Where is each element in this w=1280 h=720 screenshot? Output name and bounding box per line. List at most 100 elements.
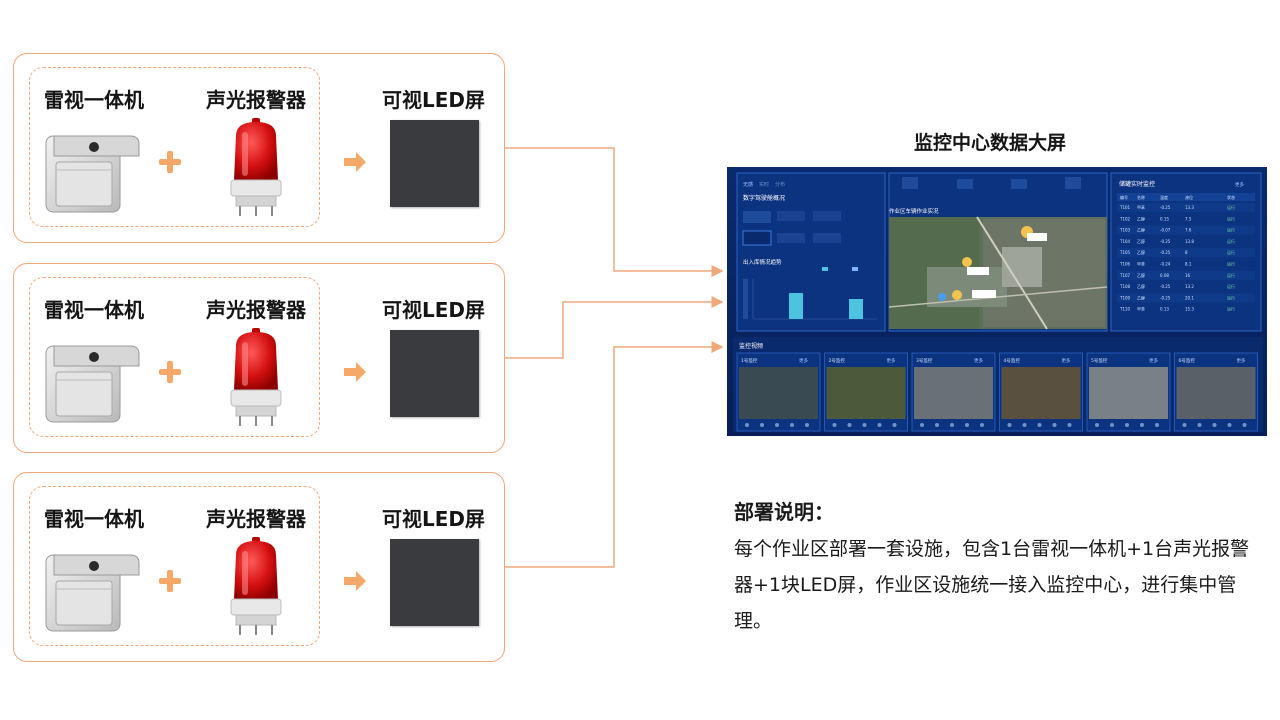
dash-table-cell: 乙醇 xyxy=(1137,227,1145,233)
dash-cam-control-icon[interactable] xyxy=(1140,423,1144,427)
device-group-box xyxy=(29,277,320,437)
radar-label: 雷视一体机 xyxy=(44,298,144,322)
dash-cam-control-icon[interactable] xyxy=(980,423,984,427)
dash-cam-more[interactable]: 更多 xyxy=(1237,357,1246,364)
dash-cam-control-icon[interactable] xyxy=(877,423,882,427)
dash-table-cell: T109 xyxy=(1119,295,1131,300)
dash-cam-more[interactable]: 更多 xyxy=(887,357,896,364)
dash-cam-control-icon[interactable] xyxy=(1007,423,1012,427)
work-zone-3: 雷视一体机 声光报警器 可视LED屏 xyxy=(13,472,505,662)
dash-cam-control-icon[interactable] xyxy=(1227,423,1232,427)
led-label: 可视LED屏 xyxy=(382,298,486,322)
dash-cam-control-icon[interactable] xyxy=(862,423,867,427)
dash-row-bg xyxy=(1117,270,1255,280)
led-label: 可视LED屏 xyxy=(382,507,486,531)
dashboard-screenshot: 无感 实时 分布 数字驾驶舱概况 出入库情况趋势 作业区车辆作业实况 xyxy=(727,167,1267,436)
dash-cam-control-icon[interactable] xyxy=(1067,423,1072,427)
work-zone-1: 雷视一体机 声光报警器 可视LED屏 xyxy=(13,53,505,243)
dash-cam-control-icon[interactable] xyxy=(847,423,852,427)
dash-th: 名称 xyxy=(1137,194,1145,200)
dash-row-bg xyxy=(1117,293,1255,303)
dash-cam-control-icon[interactable] xyxy=(832,423,837,427)
dash-cam-control-icon[interactable] xyxy=(760,423,764,427)
radar-camera-device xyxy=(45,135,140,213)
dash-table-cell: 20.1 xyxy=(1185,295,1194,300)
dash-table-cell: -0.24 xyxy=(1160,262,1171,267)
dash-cam-control-icon[interactable] xyxy=(775,423,779,427)
dash-table-cell: 乙醇 xyxy=(1137,294,1145,300)
dash-table-title: 储罐实时监控 xyxy=(1119,180,1155,188)
dash-table-cell: 13.2 xyxy=(1185,284,1194,289)
dash-table-cell: 甲苯 xyxy=(1137,306,1145,312)
dash-cam-more[interactable]: 更多 xyxy=(1149,357,1158,364)
dash-table-cell: 乙醇 xyxy=(1137,238,1145,244)
dash-th: 液位 xyxy=(1185,194,1193,200)
dash-cam-control-icon[interactable] xyxy=(935,423,939,427)
note-body: 每个作业区部署一套设施，包含1台雷视一体机+1台声光报警器+1块LED屏，作业区… xyxy=(734,538,1250,632)
dash-cam-control-icon[interactable] xyxy=(1110,423,1114,427)
dash-table-cell: 运行 xyxy=(1227,215,1235,221)
dash-cam-control-icon[interactable] xyxy=(745,423,749,427)
dash-cam-control-icon[interactable] xyxy=(1125,423,1129,427)
radar-camera-device xyxy=(45,345,140,423)
radar-label: 雷视一体机 xyxy=(44,88,144,112)
connector-line-2 xyxy=(505,296,724,359)
dash-table-cell: T104 xyxy=(1119,239,1131,244)
plus-icon xyxy=(159,361,181,383)
arrow-right-icon xyxy=(344,362,366,382)
dash-row-bg xyxy=(1117,225,1255,235)
siren-alarm-device xyxy=(230,328,282,426)
dash-cam-control-icon[interactable] xyxy=(1182,423,1187,427)
dash-cam-control-icon[interactable] xyxy=(1155,423,1159,427)
dash-table-cell: 0.15 xyxy=(1160,216,1169,221)
dash-table-cell: 甲苯 xyxy=(1137,261,1145,267)
dash-cam-more[interactable]: 更多 xyxy=(799,357,808,364)
dash-cam-control-icon[interactable] xyxy=(1212,423,1217,427)
dash-cam-more[interactable]: 更多 xyxy=(1062,357,1071,364)
dash-cam-control-icon[interactable] xyxy=(950,423,954,427)
arrow-right-icon xyxy=(344,152,366,172)
dash-table-cell: 0.08 xyxy=(1160,273,1169,278)
dash-table-cell: -0.25 xyxy=(1160,239,1171,244)
screen-title: 监控中心数据大屏 xyxy=(914,132,1067,154)
dash-table-cell: 7.6 xyxy=(1185,228,1192,233)
dash-cam-control-icon[interactable] xyxy=(805,423,809,427)
dash-table-cell: 13.8 xyxy=(1185,239,1194,244)
dash-table-cell: -0.25 xyxy=(1160,284,1171,289)
dash-cam-more[interactable]: 更多 xyxy=(974,357,983,364)
alarm-label: 声光报警器 xyxy=(206,88,306,112)
dash-table-cell: 运行 xyxy=(1227,261,1235,267)
dash-cam-control-icon[interactable] xyxy=(790,423,794,427)
dash-table-cell: 7.5 xyxy=(1185,216,1192,221)
dash-cam-feed xyxy=(1089,367,1168,419)
deployment-note: 部署说明： 每个作业区部署一套设施，包含1台雷视一体机+1台声光报警器+1块LE… xyxy=(734,497,1254,639)
dash-cam-control-icon[interactable] xyxy=(1095,423,1099,427)
led-screen-device xyxy=(390,120,479,207)
dash-table-cell: -0.25 xyxy=(1160,295,1171,300)
dash-table-cell: -0.25 xyxy=(1160,205,1171,210)
dash-video-title: 监控视频 xyxy=(739,342,763,350)
dash-tab-2: 实时 xyxy=(759,181,769,188)
dash-table-cell: 乙醇 xyxy=(1137,283,1145,289)
dash-cam-feed xyxy=(914,367,993,419)
dash-cam-control-icon[interactable] xyxy=(920,423,924,427)
dash-cam-control-icon[interactable] xyxy=(1052,423,1057,427)
dash-cam-control-icon[interactable] xyxy=(1242,423,1247,427)
dash-table-cell: T108 xyxy=(1119,284,1131,289)
dash-cam-feed xyxy=(739,367,818,419)
dash-table-cell: 乙醇 xyxy=(1137,272,1145,278)
dash-cam-control-icon[interactable] xyxy=(965,423,969,427)
dash-table-header: 编号 名称 温度 液位 状态 xyxy=(1120,194,1235,200)
dash-cam-control-icon[interactable] xyxy=(1197,423,1202,427)
led-screen-device xyxy=(390,539,479,626)
radar-camera-device xyxy=(45,554,140,632)
dash-cam-control-icon[interactable] xyxy=(1037,423,1042,427)
dash-table-cell: 运行 xyxy=(1227,249,1235,255)
connector-line-3 xyxy=(505,341,724,568)
dash-cam-control-icon[interactable] xyxy=(1022,423,1027,427)
dash-cam-feed xyxy=(1001,367,1081,419)
dash-cam-control-icon[interactable] xyxy=(892,423,897,427)
led-label: 可视LED屏 xyxy=(382,88,486,112)
